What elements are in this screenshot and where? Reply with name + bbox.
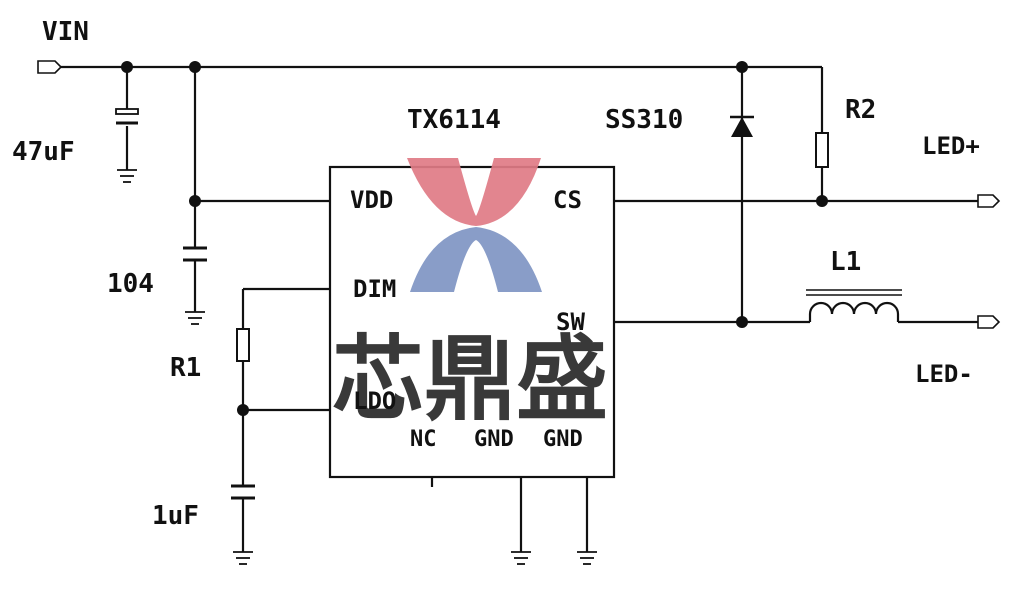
c-input-symbol xyxy=(115,108,139,125)
diode-label: SS310 xyxy=(605,105,683,135)
junction-dot xyxy=(736,61,748,73)
r1-symbol xyxy=(236,328,250,362)
wires xyxy=(60,65,978,552)
pin-dim-label: DIM xyxy=(353,275,396,303)
ground-symbols xyxy=(117,169,597,565)
ic-body xyxy=(328,165,616,479)
junction-dot xyxy=(189,195,201,207)
pin-gnd1-label: GND xyxy=(474,427,514,452)
pin-nc-label: NC xyxy=(410,427,437,452)
junction-dot xyxy=(121,61,133,73)
led-minus-port xyxy=(977,315,1001,329)
ports xyxy=(37,60,1001,329)
diode-symbol xyxy=(730,115,754,137)
inductor-symbol xyxy=(806,289,902,322)
ground-icon xyxy=(233,551,253,565)
r2-label: R2 xyxy=(845,95,876,125)
watermark: 芯鼎盛 xyxy=(332,158,608,433)
junction-dot xyxy=(816,195,828,207)
watermark-logo-top xyxy=(407,158,541,226)
junction-dot xyxy=(237,404,249,416)
pin-vdd-label: VDD xyxy=(350,186,393,214)
pin-cs-label: CS xyxy=(553,186,582,214)
junctions xyxy=(121,61,828,416)
led-plus-label: LED+ xyxy=(922,132,980,160)
ic-part-label: TX6114 xyxy=(407,105,501,135)
r1-label: R1 xyxy=(170,353,201,383)
vin-label: VIN xyxy=(42,17,89,47)
led-plus-port xyxy=(977,194,1001,208)
pin-ldo-label: LDO xyxy=(353,387,396,415)
labels: VIN 47uF 104 R1 1uF TX6114 SS310 R2 LED+… xyxy=(12,17,980,531)
junction-dot xyxy=(189,61,201,73)
c-ldo-label: 1uF xyxy=(152,501,199,531)
l1-label: L1 xyxy=(830,247,861,277)
pin-sw-label: SW xyxy=(556,308,585,336)
c-input-label: 47uF xyxy=(12,137,75,167)
ground-icon xyxy=(185,311,205,325)
ground-icon xyxy=(577,551,597,565)
c-vdd-symbol xyxy=(183,246,207,262)
vin-port xyxy=(37,60,63,74)
c-vdd-label: 104 xyxy=(107,269,154,299)
junction-dot xyxy=(736,316,748,328)
watermark-text: 芯鼎盛 xyxy=(332,326,608,433)
c-ldo-symbol xyxy=(231,484,255,500)
ground-icon xyxy=(117,169,137,183)
ground-icon xyxy=(511,551,531,565)
r2-symbol xyxy=(815,132,829,168)
watermark-logo-bottom xyxy=(410,227,542,292)
led-minus-label: LED- xyxy=(915,360,973,388)
pin-gnd2-label: GND xyxy=(543,427,583,452)
